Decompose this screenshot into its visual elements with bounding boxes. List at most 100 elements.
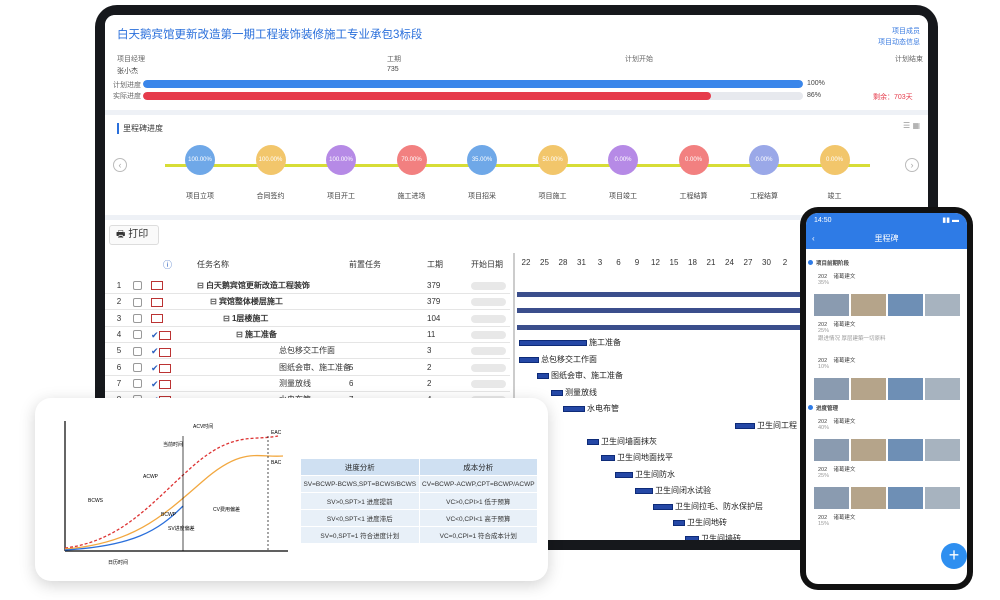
gantt-bar[interactable] xyxy=(537,373,549,379)
gantt-bar[interactable] xyxy=(735,423,755,429)
gantt-bar-label: 卫生间闭水试验 xyxy=(655,486,711,495)
tablet-screen: 白天鹅宾馆更新改造第一期工程装饰装修施工专业承包3标段 项目成员 项目动态信息 … xyxy=(105,15,928,540)
milestone-item[interactable]: 35.00%项目招采 xyxy=(447,145,517,201)
gantt-bar[interactable] xyxy=(673,520,685,526)
gantt-bar[interactable] xyxy=(587,439,599,445)
add-fab-button[interactable]: + xyxy=(941,543,967,569)
milestone-label: 施工进场 xyxy=(397,193,426,200)
info-icon[interactable]: ⓘ xyxy=(163,260,173,270)
prev-arrow-icon[interactable]: ‹ xyxy=(113,158,127,172)
milestone-circle: 100.00% xyxy=(255,145,286,175)
row-checkbox[interactable] xyxy=(133,376,142,392)
table-row[interactable]: 6 ✔ 图纸会审、施工准备 5 2 xyxy=(105,360,510,376)
gantt-bar-label: 图纸会审、施工准备 xyxy=(551,371,623,380)
row-duration: 379 xyxy=(427,297,441,307)
timeline-dot xyxy=(808,260,813,265)
gantt-splitter[interactable] xyxy=(513,253,515,540)
entry-pct: 40% xyxy=(818,425,830,431)
gantt-bar-label: 施工准备 xyxy=(589,338,621,347)
row-status-icon xyxy=(151,294,163,310)
milestone-label: 项目竣工 xyxy=(609,193,637,200)
gantt-bar[interactable] xyxy=(601,455,615,461)
row-number: 2 xyxy=(116,297,122,307)
milestone-item[interactable]: 0.00%竣工 xyxy=(800,145,870,201)
gantt-bar-label: 水电布管 xyxy=(587,404,619,413)
milestone-item[interactable]: 0.00%工程结算 xyxy=(729,145,799,201)
gantt-bar[interactable] xyxy=(685,536,699,540)
milestone-label: 项目立项 xyxy=(186,193,214,200)
gantt-bar[interactable] xyxy=(519,357,539,363)
milestone-item[interactable]: 100.00%合同签约 xyxy=(236,145,306,201)
entry-pct: 35% xyxy=(818,280,830,286)
table-row[interactable]: 4 ✔ ⊟ 施工准备 11 xyxy=(105,327,510,343)
row-start-date xyxy=(471,298,506,307)
milestone-item[interactable]: 0.00%工程结算 xyxy=(659,145,729,201)
milestone-item[interactable]: 100.00%项目立项 xyxy=(165,145,235,201)
bcwp-curve xyxy=(64,505,184,551)
tablet-frame: 白天鹅宾馆更新改造第一期工程装饰装修施工专业承包3标段 项目成员 项目动态信息 … xyxy=(95,5,938,550)
entry-pct: 15% xyxy=(818,521,830,527)
gantt-panel: 🖶 打印 ⓘ 任务名称 前置任务 工期 开始日期 1 ⊟ 白天鹅宾馆更新改造工程… xyxy=(105,220,928,540)
evm-cell: VC>0,CPI>1 低于预算 xyxy=(418,492,539,510)
evm-chart: ACV时间 当前时间 ACWP BCWS BCWP CV费用偏差 SV进度偏差 … xyxy=(64,421,288,566)
row-checkbox[interactable] xyxy=(133,360,142,376)
project-members-link[interactable]: 项目成员 xyxy=(892,28,920,35)
print-button[interactable]: 🖶 打印 xyxy=(109,225,159,245)
row-duration: 2 xyxy=(427,362,432,372)
gantt-bar[interactable] xyxy=(635,488,653,494)
project-header: 白天鹅宾馆更新改造第一期工程装饰装修施工专业承包3标段 项目成员 项目动态信息 … xyxy=(105,15,928,110)
print-label: 打印 xyxy=(128,229,149,240)
row-checkbox[interactable] xyxy=(133,311,142,327)
project-activity-link[interactable]: 项目动态信息 xyxy=(878,39,920,46)
row-start-date xyxy=(471,282,506,290)
table-row[interactable]: 7 ✔ 测量放线 6 2 xyxy=(105,376,510,392)
back-icon[interactable]: ‹ xyxy=(812,234,815,243)
next-arrow-icon[interactable]: › xyxy=(905,158,919,172)
row-start-date xyxy=(471,347,506,356)
view-toggle-icon[interactable]: ☰ ▦ xyxy=(903,121,920,130)
table-row[interactable]: 2 ⊟ 宾馆整体楼层施工 379 xyxy=(105,294,510,311)
table-row[interactable]: 5 ✔ 总包移交工作面 3 xyxy=(105,343,510,360)
entry-code: 202 xyxy=(818,419,828,425)
summary-bar xyxy=(517,325,927,330)
row-checkbox[interactable] xyxy=(133,327,142,343)
gantt-date: 15 xyxy=(669,258,679,267)
row-predecessor: 5 xyxy=(349,362,354,372)
evm-label-sv: SV进度偏差 xyxy=(168,525,195,532)
gantt-bar[interactable] xyxy=(563,406,585,412)
milestone-item[interactable]: 70.00%施工进场 xyxy=(377,145,447,201)
table-row[interactable]: 3 ⊟ 1层楼施工 104 xyxy=(105,311,510,327)
milestone-item[interactable]: 100.00%项目开工 xyxy=(306,145,376,201)
row-checkbox[interactable] xyxy=(133,278,142,294)
evm-cell: SV<0,SPT<1 进度滞后 xyxy=(300,509,420,527)
milestone-item[interactable]: 0.00%项目竣工 xyxy=(588,145,658,201)
row-task-name: 图纸会审、施工准备 xyxy=(279,362,351,372)
row-checkbox[interactable] xyxy=(133,343,142,359)
gantt-bar[interactable] xyxy=(551,390,563,396)
table-row[interactable]: 1 ⊟ 白天鹅宾馆更新改造工程装饰 379 xyxy=(105,278,510,294)
row-duration: 379 xyxy=(427,281,441,290)
gantt-bar[interactable] xyxy=(615,472,633,478)
row-predecessor: 6 xyxy=(349,378,354,388)
row-start-date xyxy=(471,314,506,323)
phone-section-label: 项目前期阶段 xyxy=(816,261,850,267)
row-status-icon: ✔ xyxy=(151,343,171,359)
row-checkbox[interactable] xyxy=(133,294,142,310)
field-label-plan-end: 计划结束 xyxy=(895,56,923,63)
row-duration: 104 xyxy=(427,313,441,323)
gantt-bar[interactable] xyxy=(653,504,673,510)
evm-label-bac: BAC xyxy=(271,460,282,466)
gantt-bar[interactable] xyxy=(519,340,587,346)
header-start-date: 开始日期 xyxy=(471,260,503,269)
row-duration: 3 xyxy=(427,346,432,356)
milestone-item[interactable]: 50.00%项目施工 xyxy=(518,145,588,201)
